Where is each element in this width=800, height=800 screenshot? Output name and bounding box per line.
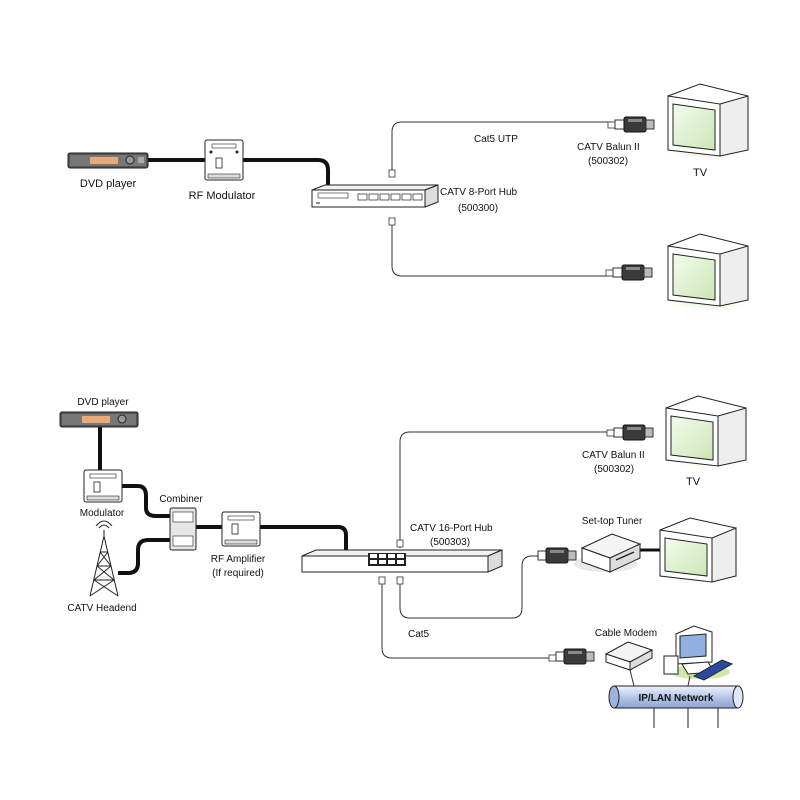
rj45-plug (605, 269, 614, 277)
rj45-plug (378, 576, 386, 585)
tv-label: TV (693, 167, 708, 179)
catv-balun (612, 264, 653, 281)
balun-code-label: (500302) (594, 464, 634, 475)
cat5-cable-hub-to-settop (399, 555, 540, 619)
catv-8-port-hub (311, 184, 439, 208)
rj45-plug (606, 429, 615, 437)
settop-tuner (574, 533, 642, 573)
rj45-plug (607, 121, 616, 129)
hub-code-label: (500300) (458, 203, 498, 214)
settop-label: Set-top Tuner (582, 516, 643, 527)
rf-amplifier-label: RF Amplifier (211, 554, 266, 565)
combiner (169, 507, 197, 551)
cable-modem (604, 641, 654, 671)
balun-code-label: (500302) (588, 156, 628, 167)
cable-modem-label: Cable Modem (595, 628, 657, 639)
ip-lan-network-pipe (608, 685, 744, 728)
catv-balun (614, 116, 655, 133)
hub-code-label: (500303) (430, 537, 470, 548)
catv-balun (537, 547, 577, 564)
lan-link-modem (629, 669, 635, 687)
dvd-player (67, 152, 149, 169)
headend-label: CATV Headend (67, 603, 136, 614)
dvd-player-label: DVD player (80, 178, 137, 190)
bottom-diagram: DVD player Modulator Combiner (59, 395, 752, 728)
tv (660, 233, 756, 312)
cat5-cable-hub-to-modem (381, 578, 553, 659)
combiner-label: Combiner (159, 494, 203, 505)
cat5-cable-hub-to-tv2 (391, 222, 611, 277)
tv (660, 395, 752, 469)
tv (660, 83, 756, 162)
network-label: IP/LAN Network (638, 693, 713, 704)
rj45-plug (548, 654, 557, 662)
rj45-plug (396, 576, 404, 585)
balun-name-label: CATV Balun II (582, 450, 645, 461)
modulator-label: Modulator (80, 508, 125, 519)
tv (654, 517, 746, 586)
hub-name-label: CATV 16-Port Hub (410, 523, 493, 534)
rf-amplifier-note: (If required) (212, 568, 264, 579)
coax-cable-headend-to-combiner (118, 538, 170, 575)
catv-16-port-hub (301, 549, 503, 573)
hub-name-label: CATV 8-Port Hub (440, 187, 517, 198)
lan-link-computer (687, 675, 691, 687)
rj45-plug (396, 539, 404, 548)
coax-cable-modulator-to-hub (243, 158, 330, 188)
rj45-plug (388, 217, 396, 226)
top-diagram: DVD player RF Modulator CATV 8-Port Hub (67, 83, 756, 312)
tv-label: TV (686, 476, 701, 488)
cable-label: Cat5 (408, 629, 430, 640)
cat5-cable-hub-to-tv (399, 431, 611, 548)
rf-amplifier (221, 511, 261, 547)
rf-modulator-label: RF Modulator (189, 190, 256, 202)
dvd-player (59, 411, 139, 428)
catv-balun (555, 648, 595, 665)
cable-label: Cat5 UTP (474, 134, 518, 145)
rj45-plug (388, 169, 396, 178)
catv-balun (613, 424, 654, 441)
rf-modulator (204, 139, 244, 181)
cat5-cable-hub-to-tv1 (391, 121, 613, 175)
coax-cable-amplifier-to-hub (260, 525, 348, 552)
antenna-tower-icon (89, 520, 119, 597)
dvd-player-label: DVD player (77, 397, 129, 408)
coax-cable-modulator-to-combiner (122, 484, 170, 518)
computer-icon (663, 625, 734, 681)
balun-name-label: CATV Balun II (577, 142, 640, 153)
modulator (83, 469, 123, 503)
